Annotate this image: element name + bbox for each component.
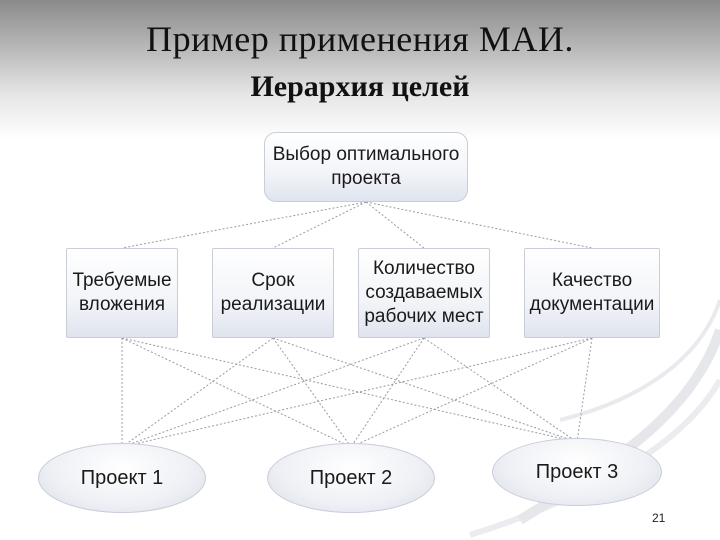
connector-line — [121, 337, 425, 448]
criterion-label: Требуемые вложения — [72, 270, 172, 315]
alternative-label: Проект 3 — [535, 460, 619, 483]
connector-line — [576, 337, 593, 443]
connector-line — [365, 201, 593, 249]
connector-line — [121, 337, 578, 443]
alternative-label: Проект 1 — [80, 466, 164, 489]
connector-line — [350, 337, 593, 448]
goal-node: Выбор оптимального проекта — [264, 132, 468, 202]
alternative-node: Проект 2 — [267, 443, 435, 513]
criterion-label: Количество создаваемых рабочих мест — [364, 258, 484, 327]
criterion-node: Количество создаваемых рабочих мест — [358, 248, 490, 338]
connector-line — [272, 337, 578, 443]
goal-label: Выбор оптимального проекта — [272, 144, 460, 189]
connector-line — [350, 337, 425, 448]
criterion-node: Качество документации — [524, 248, 660, 338]
connector-line — [121, 201, 367, 249]
slide-title: Пример применения МАИ. — [146, 19, 574, 59]
criterion-label: Качество документации — [529, 270, 655, 315]
connector-line — [272, 201, 367, 249]
connector-line — [121, 337, 352, 448]
alternative-node: Проект 3 — [492, 438, 662, 506]
connector-line — [121, 337, 274, 448]
connector-line — [272, 337, 352, 448]
alternative-node: Проект 1 — [38, 443, 206, 513]
connector-line — [423, 337, 578, 443]
slide-subtitle: Иерархия целей — [250, 70, 470, 103]
page-number: 21 — [652, 511, 666, 525]
connector-line — [121, 337, 593, 448]
connector-line — [365, 201, 425, 249]
criterion-label: Срок реализации — [220, 270, 326, 315]
criterion-node: Срок реализации — [212, 248, 334, 338]
criterion-node: Требуемые вложения — [66, 248, 178, 338]
alternative-label: Проект 2 — [309, 466, 393, 489]
